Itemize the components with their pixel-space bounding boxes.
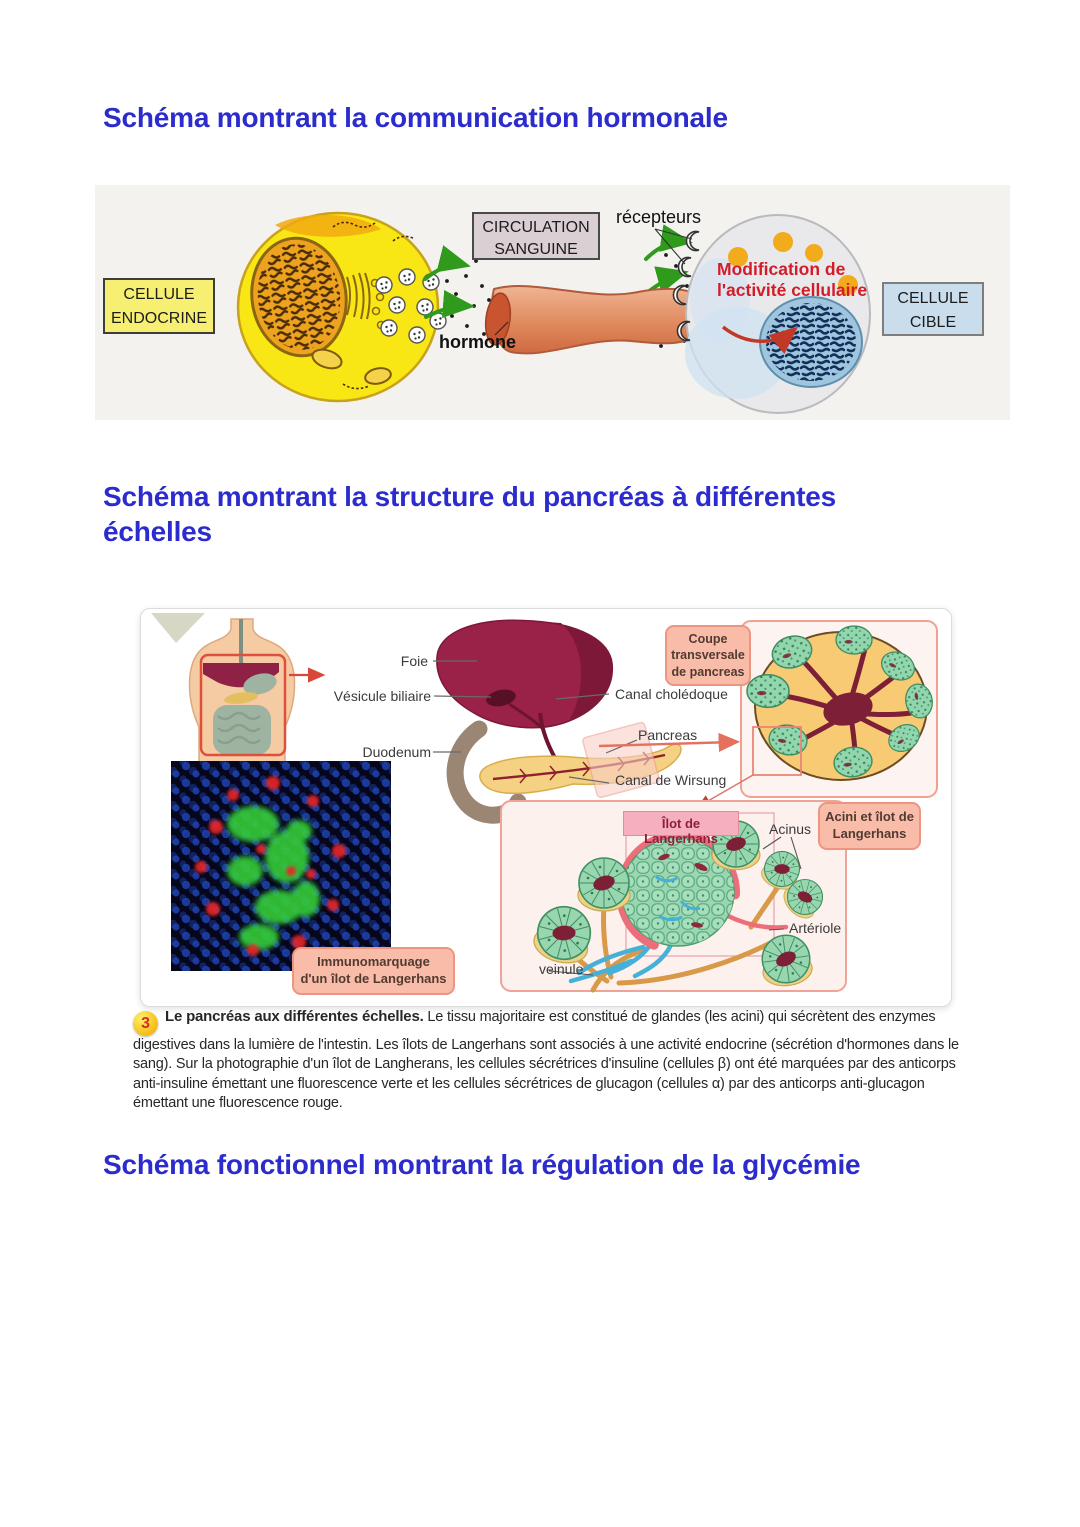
heading-communication: Schéma montrant la communication hormona… xyxy=(103,102,728,133)
caption-number-badge: 3 xyxy=(133,1011,158,1036)
figure-hormonal-communication: CELLULE ENDOCRINE CIRCULATION SANGUINE r… xyxy=(95,185,1010,420)
hormone-label: hormone xyxy=(439,332,517,352)
acini-panel-illustration xyxy=(500,800,847,993)
canal-choledoque-label: Canal cholédoque xyxy=(615,686,728,702)
fluorescence-micrograph xyxy=(171,761,391,971)
canal-wirsung-label: Canal de Wirsung xyxy=(615,772,727,788)
cell-activity-modification-label: Modification de l'activité cellulaire xyxy=(717,259,868,300)
ilot-langerhans-label: Îlot de Langerhans xyxy=(623,811,739,846)
pancreas-label: Pancreas xyxy=(638,727,698,743)
torso-illustration xyxy=(188,618,296,772)
blood-vessel-illustration xyxy=(484,285,707,355)
vesicule-biliaire-label: Vésicule biliaire xyxy=(333,688,431,704)
veinule-label: veinule xyxy=(539,961,584,977)
heading-pancreas-structure: Schéma montrant la structure du pancréas… xyxy=(103,481,836,547)
circulation-sanguine-label-box: CIRCULATION SANGUINE xyxy=(472,212,600,260)
caption-body: Le tissu majoritaire est constitué de gl… xyxy=(133,1009,959,1112)
heading-glycemia-regulation: Schéma fonctionnel montrant la régulatio… xyxy=(103,1149,861,1180)
pancreas-diagram-art xyxy=(151,613,938,993)
arteriole-label: Artériole xyxy=(789,920,842,936)
cross-section-illustration xyxy=(697,620,938,808)
card-fold-corner xyxy=(151,613,205,643)
target-cell-label-box: CELLULE CIBLE xyxy=(882,282,984,336)
coupe-transversale-box: Coupe transversale de pancreas xyxy=(665,625,751,686)
receptors-label: récepteurs xyxy=(616,207,702,227)
duodenum-label: Duodenum xyxy=(362,744,432,760)
hormonal-diagram-art xyxy=(236,211,871,414)
figure-caption: 3 Le pancréas aux différentes échelles. L… xyxy=(133,1007,961,1114)
figure-pancreas-card: Foie Vésicule biliaire Duodenum Canal ch… xyxy=(140,608,952,1007)
acini-ilot-box: Acini et îlot de Langerhans xyxy=(818,802,921,850)
immunomarquage-box: Immunomarquage d'un îlot de Langerhans xyxy=(292,947,455,995)
caption-title: Le pancréas aux différentes échelles. xyxy=(165,1008,424,1025)
target-cell-illustration xyxy=(654,214,871,414)
endocrine-cell-illustration xyxy=(236,211,447,403)
acinus-label: Acinus xyxy=(769,821,812,837)
receptor-crescents xyxy=(672,230,700,342)
endocrine-cell-label-box: CELLULE ENDOCRINE xyxy=(103,278,215,334)
pancreas-section-arrow xyxy=(598,732,741,753)
foie-label: Foie xyxy=(400,653,428,669)
